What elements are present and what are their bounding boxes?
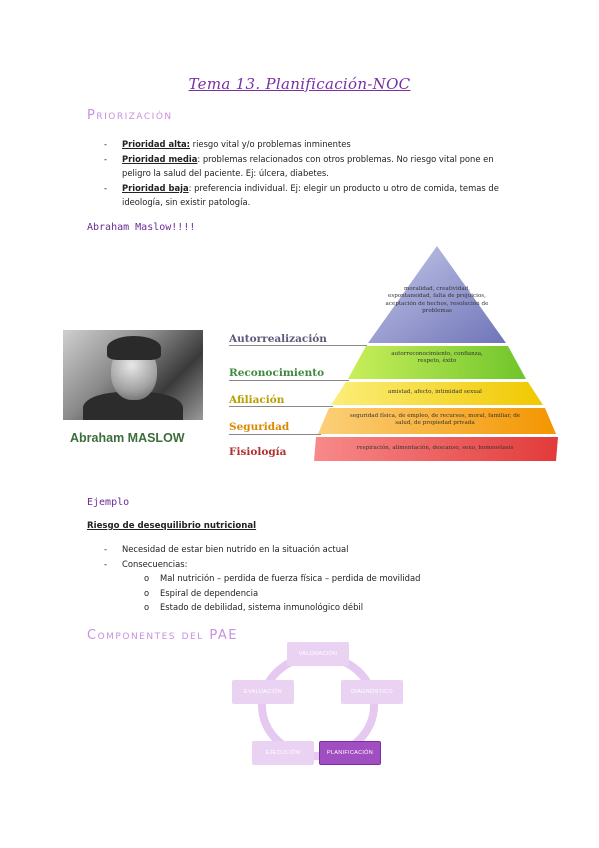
level-label-fisiologia: Fisiología bbox=[229, 446, 287, 458]
pyramid-text-fisiologia: respiración, alimentación, descanso, sex… bbox=[356, 445, 514, 451]
maslow-heading: Abraham Maslow!!!! bbox=[87, 222, 196, 233]
level-divider bbox=[229, 434, 321, 435]
pae-step-valoracion: VALORACIÓN bbox=[287, 642, 349, 666]
list-item: Consecuencias: Mal nutrición – perdida d… bbox=[104, 557, 524, 615]
pyramid-level-autorrealizacion bbox=[368, 246, 506, 343]
pae-step-planificacion: PLANIFICACIÓN bbox=[319, 741, 381, 765]
pae-step-evaluacion: EVALUACIÓN bbox=[232, 680, 294, 704]
pyramid-level-seguridad bbox=[318, 408, 556, 434]
pae-step-ejecucion: EJECUCIÓN bbox=[252, 741, 314, 765]
pyramid-text-seguridad: seguridad física, de empleo, de recursos… bbox=[349, 413, 521, 427]
level-divider bbox=[229, 406, 333, 407]
ejemplo-list: Necesidad de estar bien nutrido en la si… bbox=[104, 542, 524, 615]
list-item: Espiral de dependencia bbox=[144, 586, 524, 601]
list-item: Mal nutrición – perdida de fuerza física… bbox=[144, 571, 524, 586]
list-item: Estado de debilidad, sistema inmunológic… bbox=[144, 600, 524, 615]
list-item: Prioridad baja: preferencia individual. … bbox=[104, 181, 504, 210]
level-label-autorrealizacion: Autorrealización bbox=[229, 333, 327, 345]
pyramid-level-reconocimiento bbox=[348, 346, 526, 379]
ejemplo-subtitle: Riesgo de desequilibrio nutricional bbox=[87, 521, 257, 531]
level-label-reconocimiento: Reconocimiento bbox=[229, 367, 325, 379]
level-label-seguridad: Seguridad bbox=[229, 421, 290, 433]
priorizacion-heading: Priorización bbox=[87, 108, 173, 123]
pyramid-level-afiliacion bbox=[331, 382, 543, 405]
list-item: Necesidad de estar bien nutrido en la si… bbox=[104, 542, 524, 557]
page-title: Tema 13. Planificación-NOC bbox=[188, 75, 411, 93]
level-divider bbox=[229, 380, 349, 381]
maslow-photo-caption: Abraham MASLOW bbox=[70, 431, 185, 445]
ejemplo-heading: Ejemplo bbox=[87, 497, 130, 508]
list-item: Prioridad media: problemas relacionados … bbox=[104, 152, 504, 181]
maslow-photo bbox=[63, 330, 203, 420]
pyramid-text-autorrealizacion: moralidad, creatividad, espontaneidad, f… bbox=[385, 286, 489, 315]
pae-heading: Componentes del PAE bbox=[87, 628, 238, 643]
pyramid-text-reconocimiento: autorreconocimiento, confianza, respeto,… bbox=[391, 351, 483, 365]
consecuencias-list: Mal nutrición – perdida de fuerza física… bbox=[144, 571, 524, 615]
list-item: Prioridad alta: riesgo vital y/o problem… bbox=[104, 137, 504, 152]
pyramid-text-afiliacion: amistad, afecto, intimidad sexual bbox=[388, 389, 482, 395]
level-divider bbox=[229, 345, 367, 346]
pae-step-diagnostico: DIAGNÓSTICO bbox=[341, 680, 403, 704]
pyramid-level-fisiologia bbox=[314, 437, 558, 461]
priorizacion-list: Prioridad alta: riesgo vital y/o problem… bbox=[104, 137, 504, 210]
level-label-afiliacion: Afiliación bbox=[229, 394, 285, 406]
